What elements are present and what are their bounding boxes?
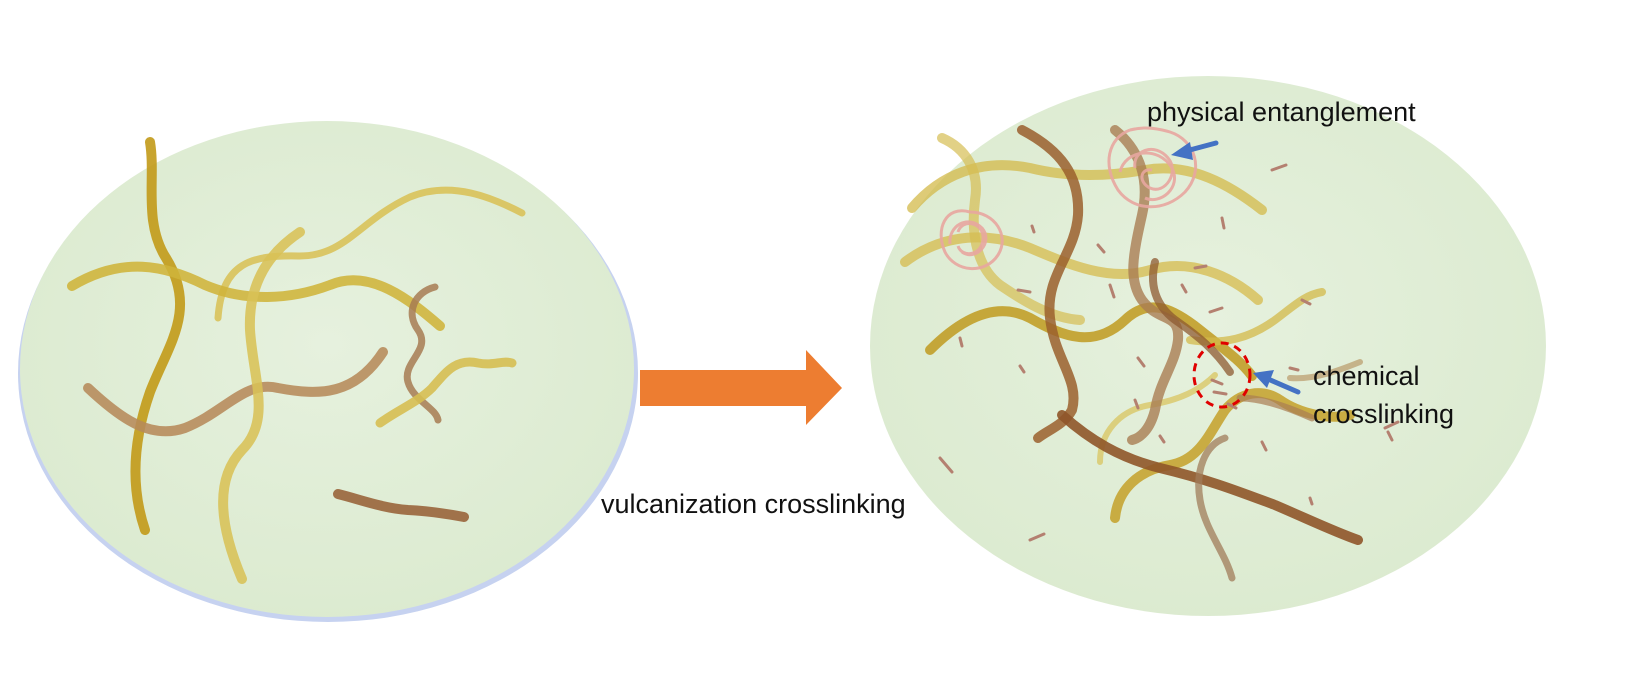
entanglement-coil (939, 126, 1198, 271)
process-label: vulcanization crosslinking (601, 489, 906, 519)
polymer-chain (1236, 394, 1316, 422)
after-panel: physical entanglement chemical crosslink… (870, 76, 1546, 616)
process-arrow (640, 350, 842, 425)
crosslinkers (938, 163, 1400, 542)
polymer-chain (1110, 125, 1184, 445)
process-arrow-icon (640, 350, 842, 425)
polymer-chain (1186, 288, 1326, 346)
polymer-chain (218, 227, 305, 584)
polymer-chain (1149, 258, 1234, 376)
entanglement-label: physical entanglement (1147, 97, 1416, 127)
pointer-arrow-icon (1253, 370, 1274, 388)
crosslink-pointer (1253, 370, 1301, 395)
crosslinking-label-line1: chemical (1313, 361, 1420, 391)
polymer-chain (1287, 359, 1363, 382)
entanglement-coil-icon (1107, 126, 1198, 209)
polymer-chain (67, 261, 445, 331)
polymer-chain (375, 357, 517, 428)
crosslinking-label-line2: crosslinking (1313, 399, 1454, 429)
polymer-chain (214, 186, 526, 322)
crosslink-marker-icon (1192, 341, 1252, 409)
polymer-chain (1195, 434, 1236, 582)
entanglement-pointer (1171, 140, 1219, 160)
polymer-chain (1097, 372, 1218, 465)
polymer-chain (403, 283, 442, 424)
polymer-chain (333, 489, 469, 522)
polymer-chain (1017, 125, 1084, 443)
pointer-arrow-icon (1171, 142, 1193, 160)
polymer-chain (900, 232, 1263, 305)
polymer-chain (83, 347, 388, 437)
polymer-chain (1057, 410, 1363, 545)
before-panel (18, 121, 638, 622)
polymer-chain (130, 137, 186, 535)
polymer-chain (907, 160, 1267, 215)
